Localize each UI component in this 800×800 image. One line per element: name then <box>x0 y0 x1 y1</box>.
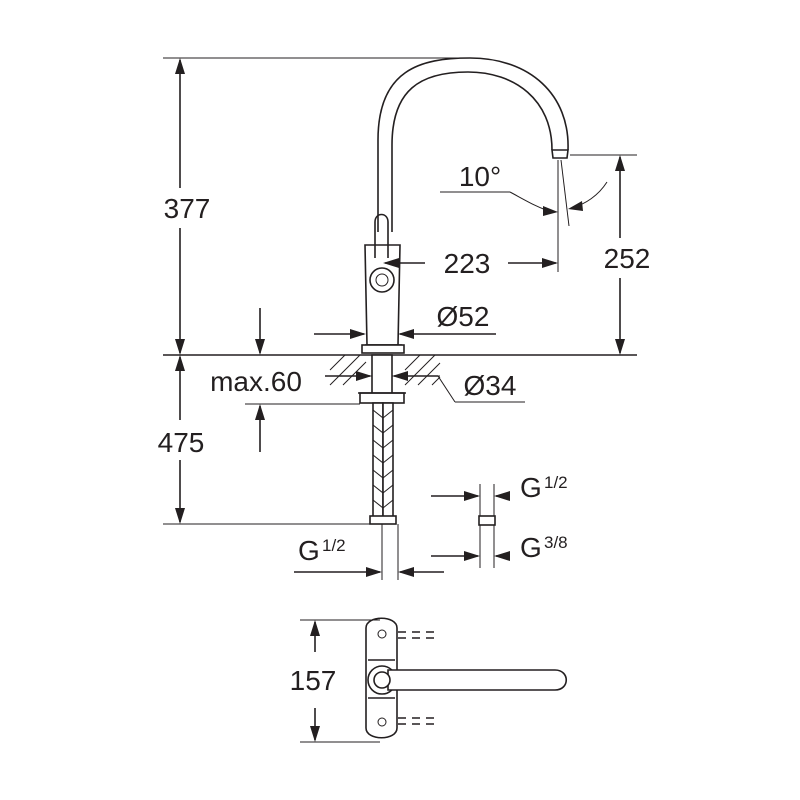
dim-base-diameter: Ø52 <box>314 301 496 339</box>
connector-detail: G 1/2 G 3/8 <box>431 472 568 568</box>
hole-diameter-label: Ø34 <box>464 370 517 401</box>
dim-hole-diameter: Ø34 <box>325 370 525 403</box>
faucet-plan-view <box>365 617 568 739</box>
max-thickness-label: max.60 <box>210 366 302 397</box>
spout-height-label: 252 <box>604 243 651 274</box>
connection-main-fraction: 1/2 <box>322 536 346 555</box>
connection-b-fraction: 3/8 <box>544 533 568 552</box>
dim-connection-main: G 1/2 <box>294 535 444 577</box>
plan-width-label: 157 <box>290 665 337 696</box>
connection-a-label: G <box>520 472 542 503</box>
dim-max-thickness: max.60 <box>210 308 360 452</box>
base-diameter-label: Ø52 <box>437 301 490 332</box>
dim-hose-length: 475 <box>150 355 370 525</box>
dim-plan-width: 157 <box>290 619 380 743</box>
supply-hoses <box>369 402 397 525</box>
dim-spout-height: 252 <box>570 154 658 355</box>
dim-total-height: 377 <box>150 57 470 355</box>
hose-length-label: 475 <box>158 427 205 458</box>
dim-spout-reach: 223 <box>383 248 558 279</box>
spout-angle-label: 10° <box>459 161 501 192</box>
connection-a-fraction: 1/2 <box>544 473 568 492</box>
spout-reach-label: 223 <box>444 248 491 279</box>
connection-b-label: G <box>520 532 542 563</box>
faucet-side-view <box>358 57 569 580</box>
total-height-label: 377 <box>164 193 211 224</box>
connection-main-label: G <box>298 535 320 566</box>
dim-spout-angle: 10° <box>440 159 608 272</box>
